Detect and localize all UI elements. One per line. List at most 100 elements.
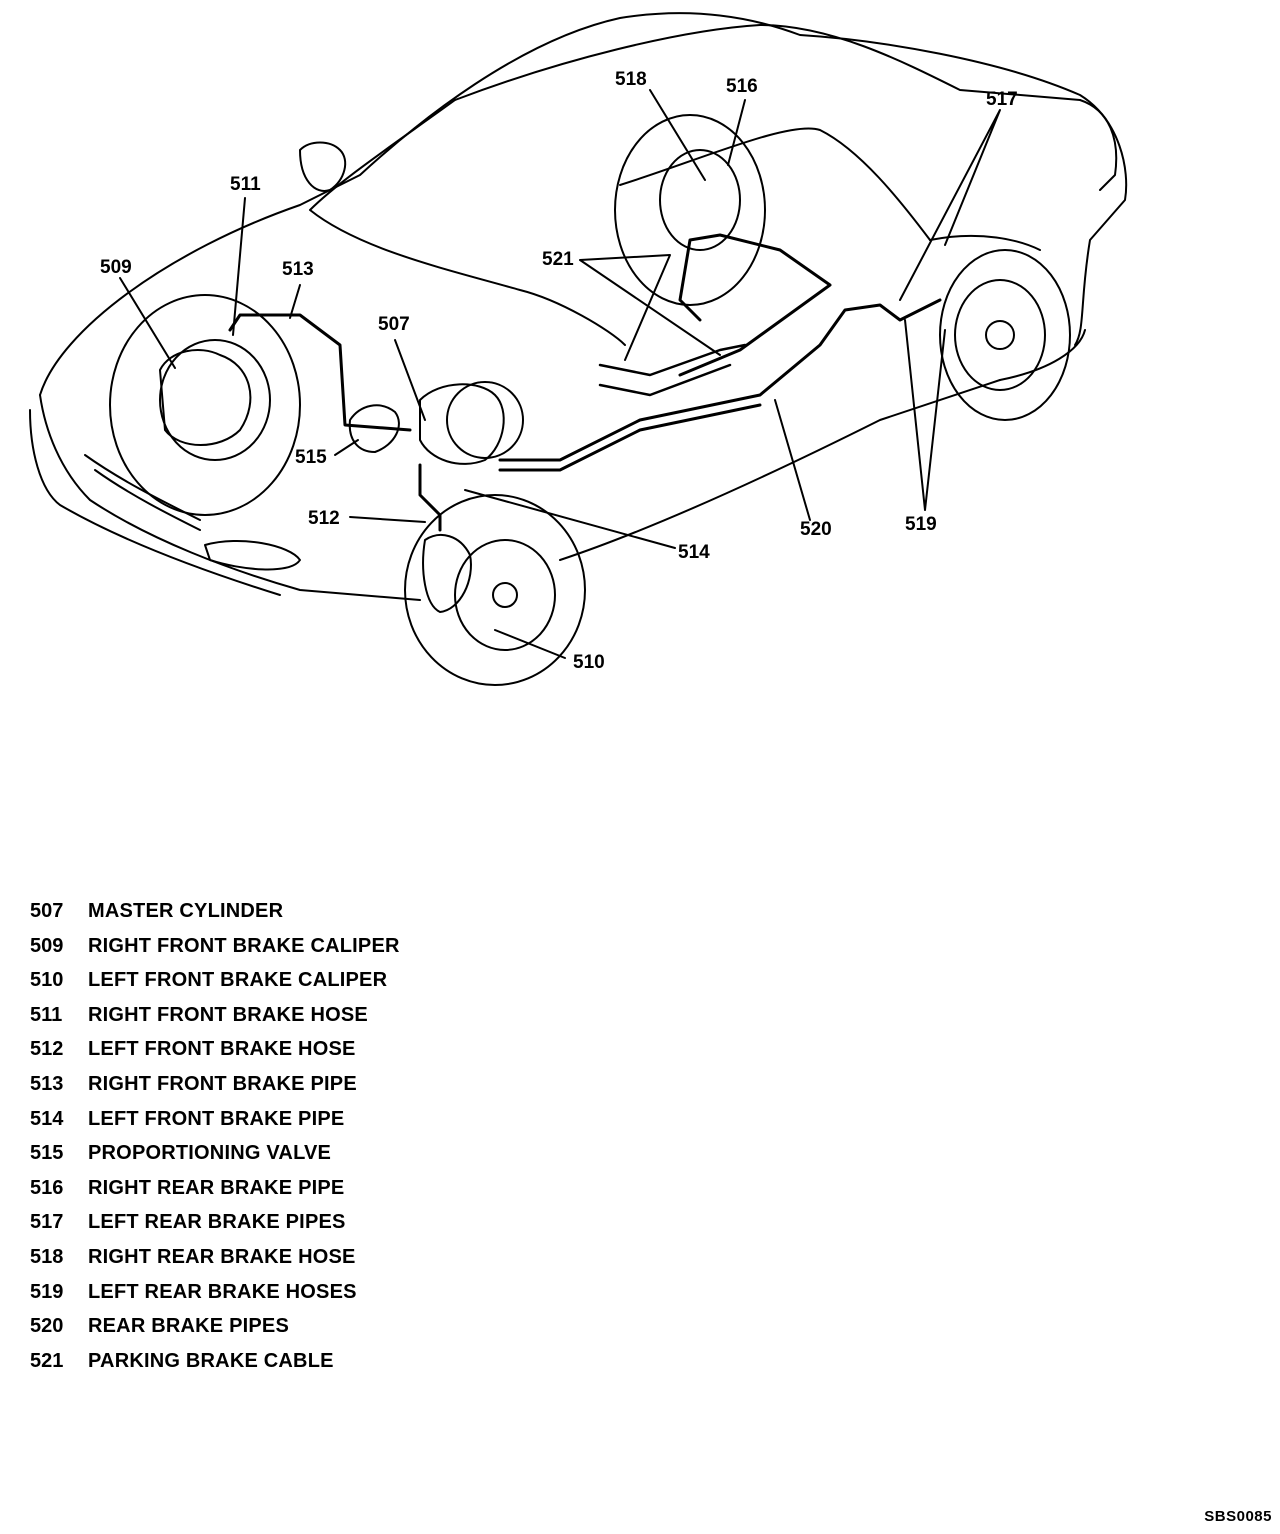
leader-518 <box>649 89 706 181</box>
callout-516: 516 <box>726 76 758 97</box>
legend-item: 517 LEFT REAR BRAKE PIPES <box>30 1211 400 1246</box>
callout-517: 517 <box>986 89 1018 110</box>
callout-520: 520 <box>800 519 832 540</box>
legend-label: RIGHT FRONT BRAKE CALIPER <box>88 934 400 957</box>
legend-code: 518 <box>30 1245 64 1268</box>
legend-item: 514 LEFT FRONT BRAKE PIPE <box>30 1108 400 1143</box>
windshield <box>309 99 626 346</box>
front-bumper <box>29 409 281 596</box>
leader-521 <box>579 254 721 361</box>
legend-label: LEFT FRONT BRAKE CALIPER <box>88 969 388 992</box>
legend-label: REAR BRAKE PIPES <box>88 1315 290 1338</box>
legend-item: 507 MASTER CYLINDER <box>30 900 400 935</box>
legend-label: MASTER CYLINDER <box>88 900 284 922</box>
left-front-rotor <box>454 539 556 651</box>
legend-code: 515 <box>30 1142 64 1165</box>
legend-code: 510 <box>30 969 64 992</box>
trunk-line <box>1079 99 1118 191</box>
right-front-brake-pipe <box>228 313 412 432</box>
legend-item: 521 PARKING BRAKE CABLE <box>30 1350 400 1385</box>
callout-518: 518 <box>615 69 647 90</box>
left-front-wheel <box>404 494 586 686</box>
legend-label: RIGHT REAR BRAKE PIPE <box>88 1176 345 1199</box>
leader-516 <box>727 99 746 166</box>
legend-label: PARKING BRAKE CABLE <box>88 1349 334 1372</box>
left-rear-wheel <box>939 249 1071 421</box>
leader-510 <box>494 629 566 659</box>
leader-511 <box>232 197 246 336</box>
legend-label: PROPORTIONING VALVE <box>88 1142 332 1165</box>
legend-item: 513 RIGHT FRONT BRAKE PIPE <box>30 1073 400 1108</box>
callout-507: 507 <box>378 314 410 335</box>
rear-quarter <box>929 234 1086 381</box>
legend-item: 510 LEFT FRONT BRAKE CALIPER <box>30 969 400 1004</box>
legend-item: 516 RIGHT REAR BRAKE PIPE <box>30 1177 400 1212</box>
brake-system-diagram: 518 516 517 511 509 513 507 521 515 512 … <box>29 12 1128 686</box>
leader-512 <box>349 516 426 523</box>
leader-514 <box>464 489 676 549</box>
legend-item: 512 LEFT FRONT BRAKE HOSE <box>30 1038 400 1073</box>
mirror <box>299 141 347 192</box>
callout-515: 515 <box>295 447 327 468</box>
brake-booster <box>446 381 524 459</box>
legend-label: LEFT REAR BRAKE HOSES <box>88 1280 357 1303</box>
callout-519: 519 <box>905 514 937 535</box>
legend-item: 515 PROPORTIONING VALVE <box>30 1142 400 1177</box>
left-rear-drum <box>954 279 1046 391</box>
callout-511: 511 <box>230 174 261 195</box>
legend-label: LEFT FRONT BRAKE HOSE <box>88 1038 356 1061</box>
leader-507 <box>394 339 426 421</box>
leader-513 <box>289 284 301 319</box>
right-front-caliper <box>159 349 252 446</box>
legend-code: 514 <box>30 1107 64 1130</box>
right-rear-wheel <box>614 114 766 306</box>
parking-brake-cable-2 <box>598 363 732 397</box>
right-rear-brake-pipe <box>678 233 832 377</box>
legend-code: 521 <box>30 1349 64 1372</box>
legend-code: 512 <box>30 1038 64 1061</box>
legend-code: 511 <box>30 1003 63 1026</box>
right-rear-drum <box>659 149 741 251</box>
legend-item: 511 RIGHT FRONT BRAKE HOSE <box>30 1004 400 1039</box>
right-front-rotor <box>159 339 271 461</box>
legend-item: 519 LEFT REAR BRAKE HOSES <box>30 1281 400 1316</box>
leader-520 <box>774 399 811 521</box>
callout-514: 514 <box>678 542 710 563</box>
legend-code: 509 <box>30 934 64 957</box>
callout-509: 509 <box>100 257 132 278</box>
leader-509 <box>119 277 176 369</box>
right-front-wheel <box>109 294 301 516</box>
roof-line <box>454 24 1081 101</box>
leader-519 <box>904 319 946 511</box>
proportioning-valve <box>348 404 400 453</box>
legend-code: 517 <box>30 1211 64 1234</box>
rocker-panel <box>559 379 1001 561</box>
figure-id: SBS0085 <box>1204 1508 1272 1525</box>
leader-515 <box>334 439 359 456</box>
left-front-brake-pipe <box>418 463 442 532</box>
callout-510: 510 <box>573 652 605 673</box>
headlight <box>204 539 301 571</box>
grille <box>84 454 201 531</box>
side-window <box>619 127 931 241</box>
legend-label: RIGHT FRONT BRAKE HOSE <box>88 1003 368 1026</box>
callout-521: 521 <box>542 249 574 270</box>
legend-code: 516 <box>30 1176 64 1199</box>
callout-513: 513 <box>282 259 314 280</box>
legend-code: 519 <box>30 1280 64 1303</box>
legend-label: LEFT REAR BRAKE PIPES <box>88 1211 346 1234</box>
master-cylinder <box>419 383 505 465</box>
leader-517 <box>899 109 1001 301</box>
parking-brake-cable <box>598 343 747 377</box>
rear-brake-pipes-2 <box>498 403 762 472</box>
legend-code: 507 <box>30 900 64 922</box>
rear-brake-pipes <box>498 298 942 462</box>
legend-code: 513 <box>30 1072 64 1095</box>
legend-label: LEFT FRONT BRAKE PIPE <box>88 1107 345 1130</box>
hood-line <box>39 394 421 601</box>
legend-label: RIGHT FRONT BRAKE PIPE <box>88 1072 357 1095</box>
car-body-outline <box>39 12 1128 396</box>
